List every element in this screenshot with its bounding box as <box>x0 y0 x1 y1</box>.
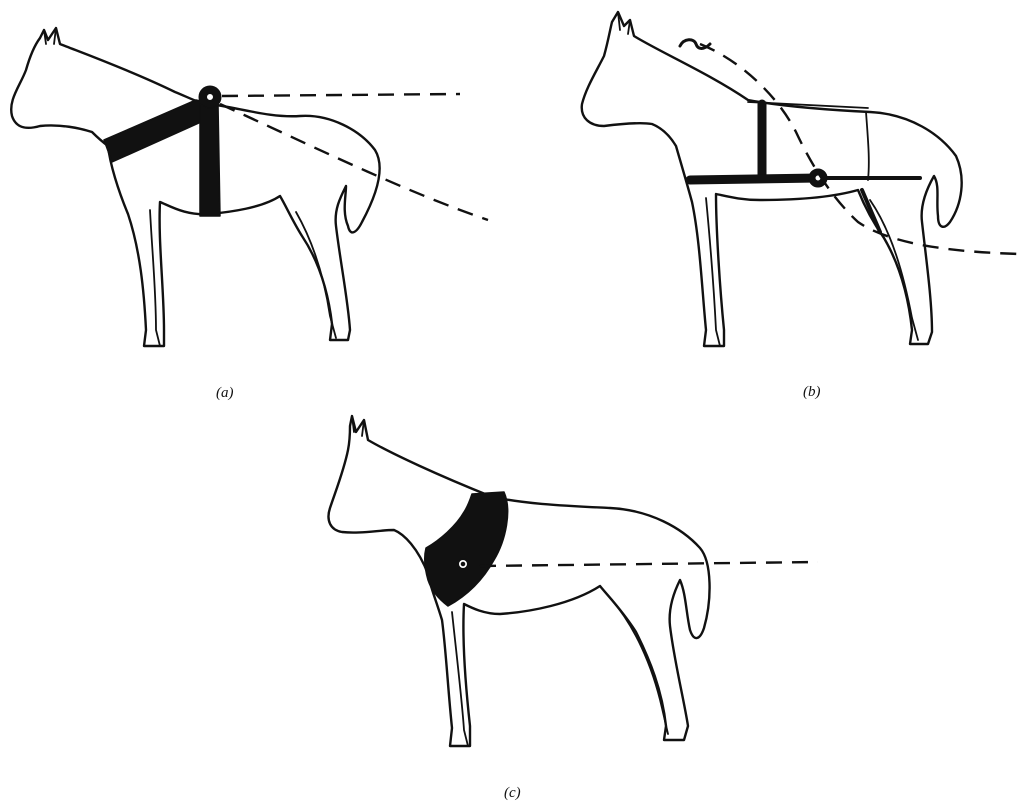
panel-a-far-leg-front <box>150 210 160 346</box>
panel-b-caption: (b) <box>803 384 821 401</box>
panel-c-neck-collar <box>425 492 508 606</box>
panel-c-horse <box>329 416 819 746</box>
panel-a-ring-inner <box>206 93 214 101</box>
panel-a-horse-outline <box>11 28 379 346</box>
panel-b-breeching-line <box>866 112 869 180</box>
panel-b-horse <box>582 12 1020 346</box>
panel-a-caption: (a) <box>216 385 234 402</box>
panel-c-horse-outline <box>329 416 710 746</box>
panel-a-breastcollar-strap <box>104 100 214 162</box>
panel-c-far-leg-hind <box>612 600 668 734</box>
panel-a-far-leg-hind <box>296 212 336 338</box>
panel-a-horizontal-line-of-draft <box>222 94 460 96</box>
panel-b-trace-band <box>690 178 818 180</box>
panel-c-horizontal-line-of-draft <box>480 562 818 566</box>
panel-a-girth-strap <box>200 104 220 216</box>
panel-c-ring-center <box>461 562 465 566</box>
panel-c-caption: (c) <box>504 785 521 802</box>
panel-a-horse <box>11 28 488 346</box>
panel-a-descending-line-of-draft <box>220 104 488 220</box>
panel-b-curved-line-of-draft <box>700 44 1020 254</box>
